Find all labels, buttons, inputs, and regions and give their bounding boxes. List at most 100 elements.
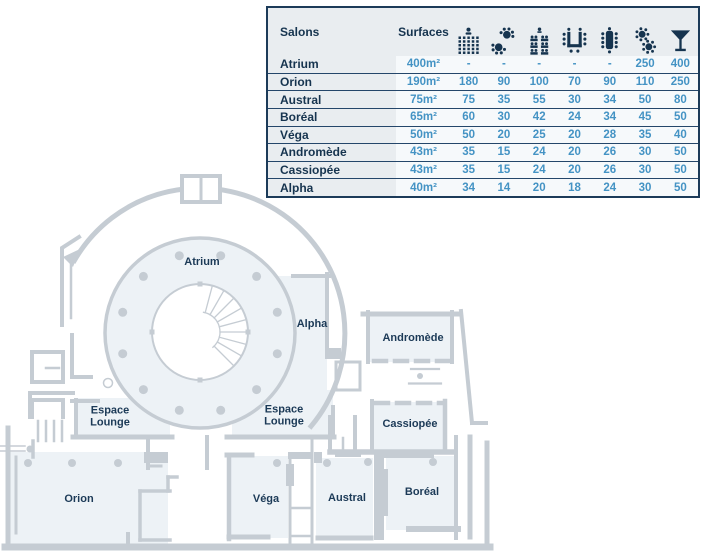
capacity-cell: 50	[662, 179, 698, 196]
room-boreal	[386, 456, 456, 530]
room-cassiopee	[372, 402, 447, 452]
surface-cell: 75m²	[396, 91, 451, 108]
room-label-austral: Austral	[328, 491, 366, 504]
diagonal-wall	[458, 308, 475, 426]
capacity-cell: 50	[662, 108, 698, 126]
capacity-cell: 180	[451, 73, 487, 91]
capacity-cell: 24	[592, 179, 628, 196]
capacity-cell: -	[592, 56, 628, 73]
capacity-cell: 20	[486, 126, 522, 144]
atrium-columns	[118, 251, 282, 415]
capacity-cell: 42	[521, 108, 557, 126]
capacity-cell: 40	[662, 126, 698, 144]
surface-cell: 43m²	[396, 161, 451, 179]
capacity-cell: 30	[486, 108, 522, 126]
capacity-cell: 24	[556, 108, 593, 126]
capacity-cell: 20	[556, 161, 593, 179]
surfaces-header: Surfaces	[398, 25, 449, 39]
capacity-cell: 50	[662, 161, 698, 179]
surface-cell: 40m²	[396, 179, 451, 196]
capacity-cell: 14	[486, 179, 522, 196]
capacity-cell: 55	[521, 91, 557, 108]
capacity-cell: 45	[627, 108, 663, 126]
u-shape-icon	[557, 8, 592, 56]
capacity-cell: 30	[627, 144, 663, 161]
capacity-cell: 250	[662, 73, 698, 91]
theatre-icon	[451, 8, 486, 56]
surface-cell: 50m²	[396, 126, 451, 144]
salon-name-cell: Andromède	[280, 145, 347, 160]
boardroom-icon	[592, 8, 627, 56]
capacity-cell: -	[486, 56, 522, 73]
cabaret-icon	[627, 8, 662, 56]
salon-name-cell: Alpha	[280, 180, 314, 195]
capacity-cell: 15	[486, 161, 522, 179]
stair-treads	[36, 419, 64, 443]
capacity-cell: 100	[521, 73, 557, 91]
capacity-cell: 90	[592, 73, 628, 91]
capacity-cell: 35	[451, 161, 487, 179]
room-label-cassiopee: Cassiopée	[382, 417, 438, 430]
salon-name-cell: Véga	[280, 127, 309, 142]
door-swing	[102, 377, 114, 389]
capacity-cell: 30	[556, 91, 593, 108]
capacity-cell: 400	[662, 56, 698, 73]
room-label-espace-lounge-right: Espace Lounge	[264, 403, 304, 428]
capacity-cell: 35	[627, 126, 663, 144]
salon-name-cell: Atrium	[280, 57, 319, 72]
room-label-espace-lounge-left: Espace Lounge	[90, 404, 130, 429]
capacity-cell: 20	[556, 144, 593, 161]
room-vega	[230, 456, 288, 538]
capacity-cell: 20	[521, 179, 557, 196]
surface-cell: 43m²	[396, 144, 451, 161]
capacity-cell: 30	[627, 161, 663, 179]
capacity-cell: 80	[662, 91, 698, 108]
capacity-cell: 34	[592, 108, 628, 126]
salon-name-cell: Cassiopée	[280, 163, 341, 178]
capacity-cell: 25	[521, 126, 557, 144]
surface-cell: 65m²	[396, 108, 451, 126]
capacity-cell: -	[521, 56, 557, 73]
capacity-cell: 250	[627, 56, 663, 73]
capacity-cell: 35	[451, 144, 487, 161]
spiral-staircase	[149, 281, 251, 383]
room-label-atrium: Atrium	[184, 255, 220, 268]
capacity-cell: 60	[451, 108, 487, 126]
capacity-cell: 24	[521, 144, 557, 161]
capacity-cell: 34	[592, 91, 628, 108]
banquet-icon	[486, 8, 521, 56]
capacity-cell: 50	[662, 144, 698, 161]
room-label-orion: Orion	[64, 492, 94, 505]
table-header-row: Salons Surfaces	[268, 8, 698, 56]
salon-name-cell: Austral	[280, 92, 322, 107]
room-label-boreal: Boréal	[404, 485, 440, 498]
capacity-cell: 110	[627, 73, 663, 91]
capacity-cell: 26	[592, 161, 628, 179]
capacity-cell: 30	[627, 179, 663, 196]
classroom-icon	[522, 8, 557, 56]
capacity-cell: 50	[451, 126, 487, 144]
capacity-cell: 28	[592, 126, 628, 144]
cocktail-icon	[663, 8, 698, 56]
capacity-cell: 20	[556, 126, 593, 144]
capacity-cell: -	[451, 56, 487, 73]
capacity-cell: 15	[486, 144, 522, 161]
room-austral	[316, 458, 373, 538]
room-label-alpha: Alpha	[296, 317, 328, 330]
salon-name-cell: Orion	[280, 74, 312, 89]
capacity-cell: 50	[627, 91, 663, 108]
capacity-cell: 35	[486, 91, 522, 108]
room-label-andromede: Andromède	[382, 331, 444, 344]
capacity-cell: 34	[451, 179, 487, 196]
surface-cell: 190m²	[396, 73, 451, 91]
